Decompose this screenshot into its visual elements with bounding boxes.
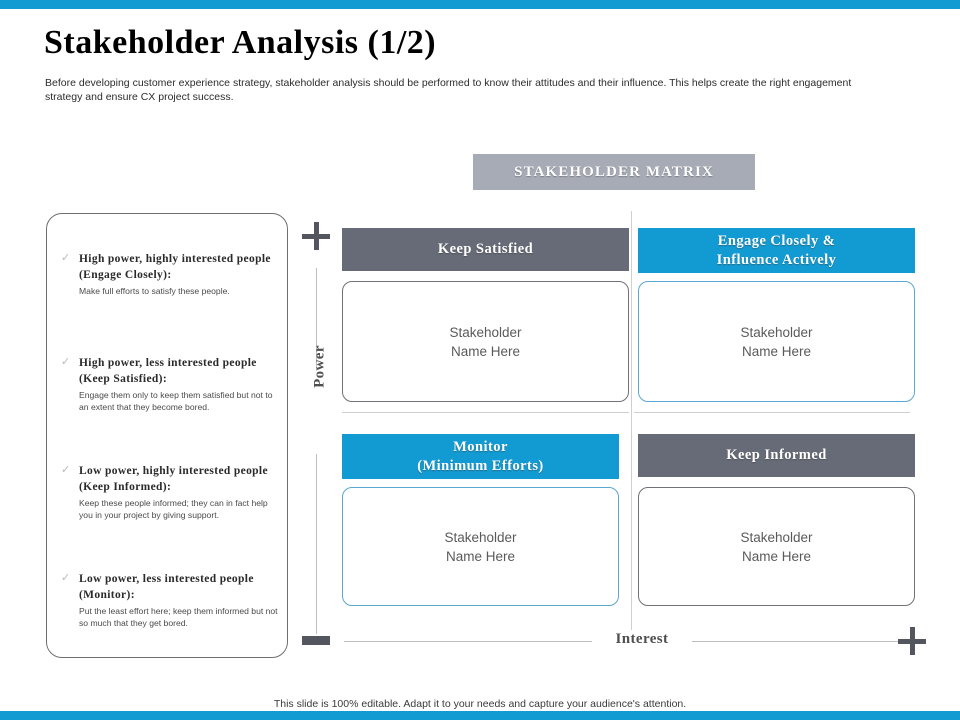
quadrant-header-label: Keep Satisfied bbox=[437, 241, 534, 257]
interest-axis-label-backdrop bbox=[592, 630, 692, 652]
matrix-title-banner: STAKEHOLDER MATRIX bbox=[473, 154, 755, 190]
matrix-horizontal-divider-right bbox=[634, 412, 910, 413]
plus-icon-power-high bbox=[302, 222, 330, 250]
check-icon: ✓ bbox=[61, 464, 71, 476]
list-item-heading: Low power, less interested people (Monit… bbox=[79, 573, 254, 601]
list-item-heading: High power, highly interested people (En… bbox=[79, 253, 271, 281]
list-item-body: Make full efforts to satisfy these peopl… bbox=[79, 286, 230, 296]
page-title: Stakeholder Analysis (1/2) bbox=[44, 24, 437, 61]
quadrant-header-monitor: Monitor(Minimum Efforts) bbox=[342, 434, 619, 479]
quadrant-header-keep-satisfied: Keep Satisfied bbox=[342, 228, 629, 271]
matrix-horizontal-divider-left bbox=[342, 412, 629, 413]
stakeholder-description-panel: ✓ High power, highly interested people (… bbox=[46, 213, 288, 658]
quadrant-header-label: Keep Informed bbox=[726, 447, 827, 463]
matrix-vertical-divider bbox=[631, 211, 632, 630]
list-item-heading: High power, less interested people (Keep… bbox=[79, 357, 257, 385]
top-accent-bar bbox=[0, 0, 960, 9]
footer-note: This slide is 100% editable. Adapt it to… bbox=[273, 698, 687, 710]
list-item-heading: Low power, highly interested people (Kee… bbox=[79, 465, 268, 493]
list-item-body: Engage them only to keep them satisfied … bbox=[79, 390, 273, 412]
minus-icon-power-low bbox=[302, 632, 330, 644]
list-item-body: Put the least effort here; keep them inf… bbox=[79, 606, 278, 628]
matrix-title-label: STAKEHOLDER MATRIX bbox=[514, 163, 714, 180]
page-subtitle: Before developing customer experience st… bbox=[45, 77, 852, 103]
check-icon: ✓ bbox=[61, 252, 71, 264]
check-icon: ✓ bbox=[61, 356, 71, 368]
power-axis-label: Power bbox=[311, 345, 328, 388]
list-item-body: Keep these people informed; they can in … bbox=[79, 498, 268, 520]
list-item: ✓ High power, highly interested people (… bbox=[61, 251, 279, 298]
quadrant-header-label: Monitor(Minimum Efforts) bbox=[417, 438, 544, 474]
quadrant-header-label: Engage Closely &Influence Actively bbox=[716, 232, 837, 268]
list-item: ✓ Low power, highly interested people (K… bbox=[61, 463, 279, 521]
quadrant-header-engage-closely: Engage Closely &Influence Actively bbox=[638, 228, 915, 273]
interest-axis-label: Interest bbox=[615, 631, 669, 647]
plus-icon-interest-high bbox=[898, 627, 926, 655]
minus-icon-interest-low bbox=[302, 636, 330, 648]
power-axis-label-backdrop bbox=[306, 368, 328, 454]
list-item: ✓ High power, less interested people (Ke… bbox=[61, 355, 279, 413]
quadrant-engage-closely[interactable]: Engage Closely &Influence Actively Stake… bbox=[638, 228, 915, 402]
list-item: ✓ Low power, less interested people (Mon… bbox=[61, 571, 279, 629]
check-icon: ✓ bbox=[61, 572, 71, 584]
quadrant-header-keep-informed: Keep Informed bbox=[638, 434, 915, 477]
bottom-accent-bar bbox=[0, 711, 960, 720]
